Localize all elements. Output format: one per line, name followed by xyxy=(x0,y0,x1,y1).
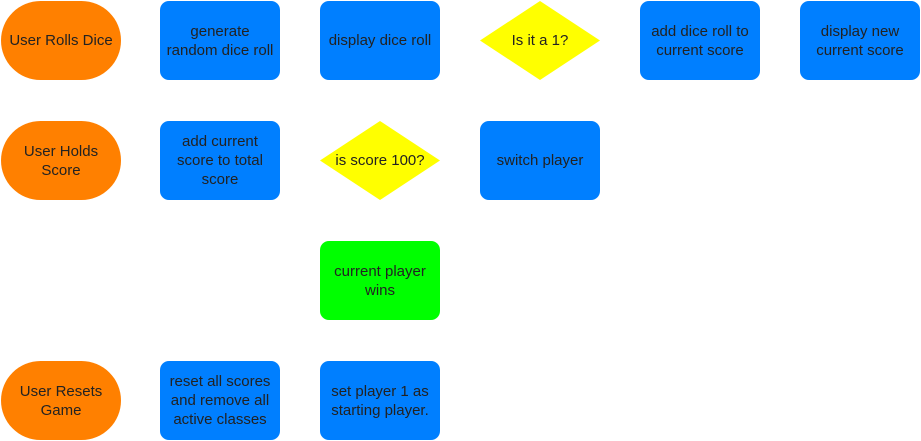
process-label: generate random dice roll xyxy=(166,22,274,59)
terminal-label: User Rolls Dice xyxy=(9,32,113,49)
terminal-user-holds-score: User Holds Score xyxy=(1,121,121,200)
process-switch-player: switch player xyxy=(480,121,600,200)
process-label: display new current score xyxy=(816,22,904,59)
process-label: reset all scores and remove all active c… xyxy=(169,373,271,428)
process-display-new-current-score: display new current score xyxy=(800,1,920,80)
process-label: set player 1 as starting player. xyxy=(331,382,429,419)
process-display-dice-roll: display dice roll xyxy=(320,1,440,80)
terminal-user-resets-game: User Resets Game xyxy=(1,361,121,440)
terminal-label: User Holds Score xyxy=(23,142,99,179)
result-label: current player wins xyxy=(334,262,426,299)
process-label: add dice roll to current score xyxy=(651,22,749,59)
process-label: switch player xyxy=(496,152,584,169)
decision-diamond-shape xyxy=(480,1,600,80)
terminal-user-rolls-dice: User Rolls Dice xyxy=(1,1,121,80)
result-current-player-wins: current player wins xyxy=(320,241,440,320)
process-set-player-one-starting: set player 1 as starting player. xyxy=(320,361,440,440)
process-reset-all-scores: reset all scores and remove all active c… xyxy=(160,361,280,440)
decision-is-it-a-one: Is it a 1? xyxy=(480,1,600,80)
process-label: add current score to total score xyxy=(177,133,263,188)
process-generate-random-dice-roll: generate random dice roll xyxy=(160,1,280,80)
decision-is-score-100: is score 100? xyxy=(320,121,440,200)
process-add-dice-roll-to-current-score: add dice roll to current score xyxy=(640,1,760,80)
terminal-label: User Resets Game xyxy=(19,382,103,419)
process-add-current-score-to-total: add current score to total score xyxy=(160,121,280,200)
decision-diamond-shape xyxy=(320,121,440,200)
process-label: display dice roll xyxy=(328,32,432,49)
